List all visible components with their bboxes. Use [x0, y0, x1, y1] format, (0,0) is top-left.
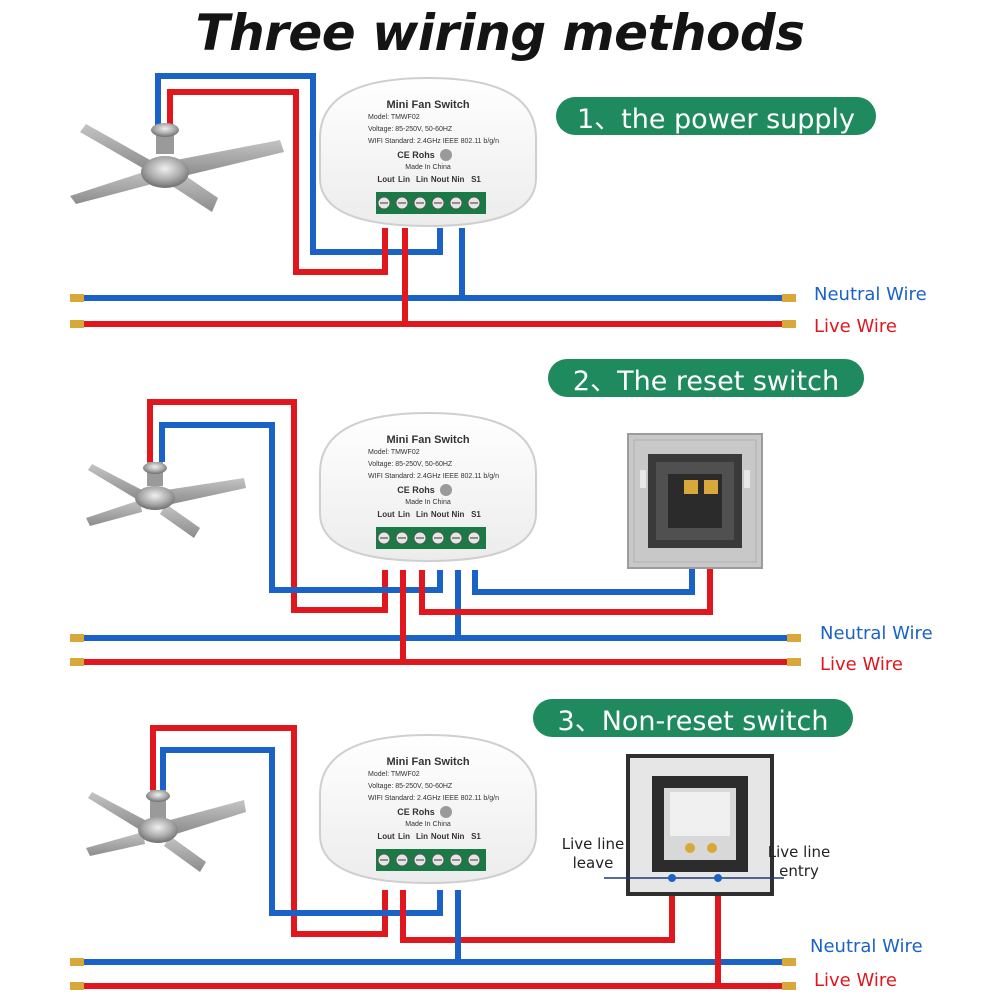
section-1-wiring — [78, 73, 785, 327]
fan-neutral-wire-2 — [159, 422, 443, 593]
reset-wall-switch — [627, 433, 763, 569]
terminal-label: Lin — [398, 510, 410, 519]
device-ce-rohs-marks: CE Rohs — [397, 485, 435, 495]
device-model: Model: TMWF02 — [368, 771, 420, 778]
device-name: Mini Fan Switch — [386, 99, 469, 111]
section-1-heading: 1、the power supply — [556, 97, 876, 135]
device-made-in: Made In China — [405, 499, 451, 506]
terminal-label: Lout — [377, 510, 395, 519]
terminal-label: Lout — [377, 175, 395, 184]
live-wire-label: Live Wire — [814, 970, 897, 991]
device-ce-rohs-marks: CE Rohs — [397, 150, 435, 160]
device-housing — [319, 733, 537, 885]
terminal-label: Lin — [416, 832, 428, 841]
terminal-label: Lin — [398, 832, 410, 841]
fan-live-wire-1 — [167, 89, 388, 275]
live-line-leave-annotation: Live line leave — [561, 835, 625, 872]
neutral-wire-label: Neutral Wire — [820, 623, 933, 644]
terminal-label: Nout — [431, 832, 450, 841]
supply-live-wire-3 — [400, 878, 675, 943]
neutral-wire-label: Neutral Wire — [810, 936, 923, 957]
device-made-in: Made In China — [405, 821, 451, 828]
terminal-label: Lin — [416, 175, 428, 184]
fan-neutral-wire-1 — [155, 73, 443, 255]
fan-live-wire-2 — [147, 399, 388, 613]
device-ce-rohs-marks: CE Rohs — [397, 807, 435, 817]
device-voltage: Voltage: 85-250V, 50-60HZ — [368, 126, 453, 133]
terminal-label: Nout — [431, 510, 450, 519]
section-3-heading: 3、Non-reset switch — [533, 699, 853, 737]
terminal-label: Lin — [416, 510, 428, 519]
terminal-label: Nout — [431, 175, 450, 184]
ceiling-fan-icon — [70, 123, 284, 212]
device-wifi-standard: WIFI Standard: 2.4GHz IEEE 802.11 b/g/n — [368, 795, 499, 802]
wifi-icon — [440, 149, 452, 161]
fan-neutral-wire-3 — [160, 747, 443, 916]
wifi-icon — [440, 806, 452, 818]
device-voltage: Voltage: 85-250V, 50-60HZ — [368, 783, 453, 790]
wifi-icon — [440, 484, 452, 496]
section-3-wiring — [78, 725, 785, 989]
neutral-wire-label: Neutral Wire — [814, 284, 927, 305]
fan-live-wire-3 — [150, 725, 388, 937]
terminal-label: S1 — [471, 832, 481, 841]
terminal-label: S1 — [471, 175, 481, 184]
terminal-label: Lin — [398, 175, 410, 184]
terminal-label: Lout — [377, 832, 395, 841]
device-made-in: Made In China — [405, 164, 451, 171]
section-2-wiring — [78, 399, 790, 665]
device-model: Model: TMWF02 — [368, 449, 420, 456]
terminal-label: S1 — [471, 510, 481, 519]
page-title: Three wiring methods — [195, 4, 805, 62]
terminal-label: Nin — [452, 175, 465, 184]
device-housing — [319, 411, 537, 563]
live-wire-label: Live Wire — [814, 316, 897, 337]
ceiling-fan-icon — [86, 790, 246, 872]
device-housing — [319, 76, 537, 228]
wire-ends — [70, 294, 801, 990]
device-wifi-standard: WIFI Standard: 2.4GHz IEEE 802.11 b/g/n — [368, 138, 499, 145]
section-2-heading: 2、The reset switch — [548, 359, 864, 397]
ceiling-fan-icon — [86, 462, 246, 538]
device-model: Model: TMWF02 — [368, 114, 420, 121]
live-wire-label: Live Wire — [820, 654, 903, 675]
terminal-label: Nin — [452, 832, 465, 841]
terminal-label: Nin — [452, 510, 465, 519]
device-wifi-standard: WIFI Standard: 2.4GHz IEEE 802.11 b/g/n — [368, 473, 499, 480]
non-reset-wall-switch — [604, 754, 784, 896]
live-line-entry-annotation: Live line entry — [767, 843, 831, 880]
device-name: Mini Fan Switch — [386, 434, 469, 446]
device-voltage: Voltage: 85-250V, 50-60HZ — [368, 461, 453, 468]
device-name: Mini Fan Switch — [386, 756, 469, 768]
